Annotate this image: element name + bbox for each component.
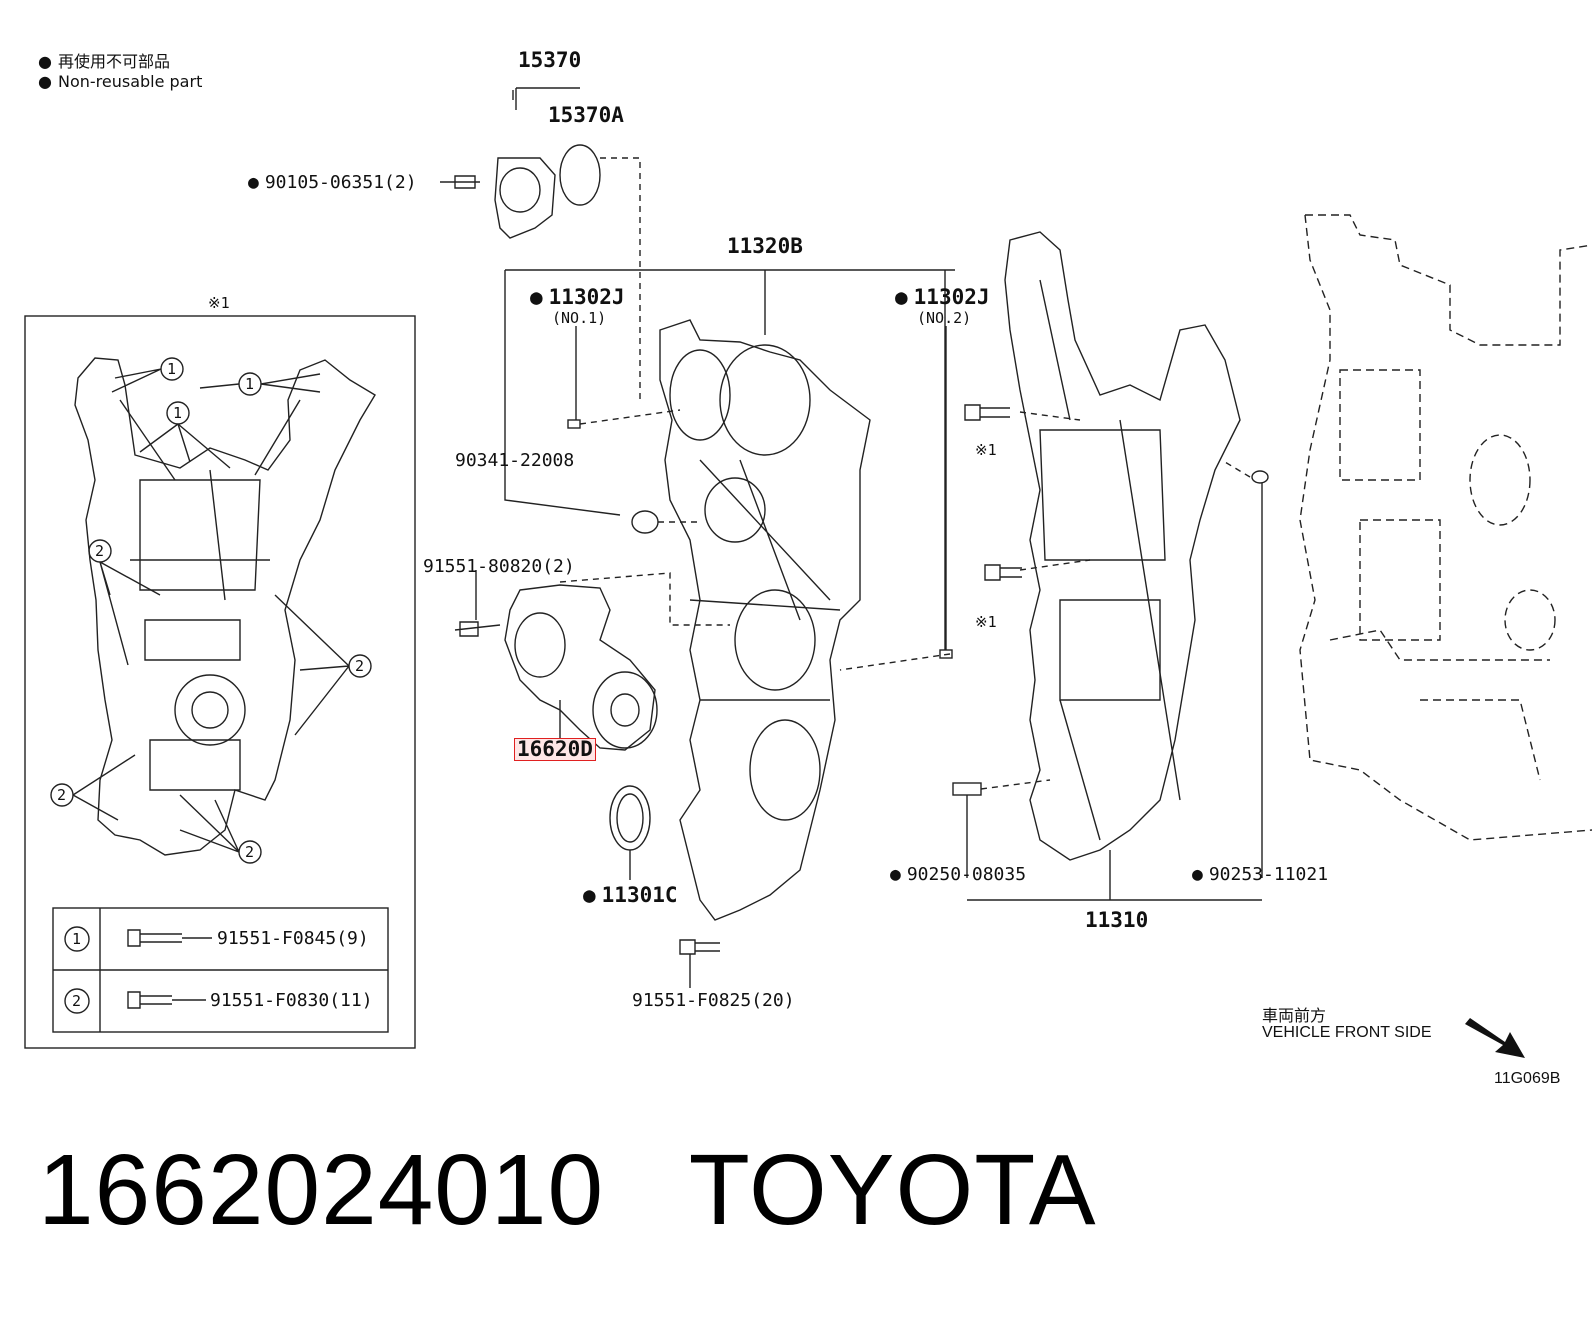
part-15370A[interactable]: 15370A [548, 103, 624, 127]
part-90341-22008[interactable]: 90341-22008 [455, 450, 575, 471]
oring-15370A [559, 144, 601, 206]
ref-note-1a: ※1 [975, 441, 997, 459]
bolt-table-part-1[interactable]: 91551-F0845(9) [217, 928, 369, 949]
bolt-table-part-2[interactable]: 91551-F0830(11) [210, 990, 373, 1011]
inset-callout-2c: 2 [57, 786, 67, 804]
bearing-retainer-15370 [494, 157, 556, 239]
front-side-en: VEHICLE FRONT SIDE [1262, 1024, 1432, 1041]
inset-callout-1b: 1 [245, 375, 255, 393]
front-side-jp: 車両前方 [1262, 1008, 1327, 1025]
part-11301C[interactable]: 11301C [583, 885, 678, 906]
part-11302J-no2-sub: (NO.2) [917, 309, 972, 327]
ref-note-1b: ※1 [975, 613, 997, 631]
legend-jp: 再使用不可部品 [38, 48, 170, 72]
figure-code: 11G069B [1494, 1070, 1561, 1087]
dowel-90250 [952, 782, 982, 796]
oil-seal-11301C [609, 785, 651, 851]
chain-tensioner-16620D [504, 584, 656, 751]
part-11310[interactable]: 11310 [1085, 908, 1149, 932]
part-11302J-no2[interactable]: 11302J [895, 287, 990, 308]
part-number-caption: 1662024010 TOYOTA [38, 1134, 1097, 1246]
part-90250-08035[interactable]: 90250-08035 [890, 866, 1026, 884]
part-91551-80820[interactable]: 91551-80820(2) [423, 556, 575, 577]
timing-chain-cover-11320B [659, 319, 871, 921]
part-11302J-no1-sub: (NO.1) [552, 309, 607, 327]
part-11320B[interactable]: 11320B [727, 234, 803, 258]
part-11302J-no1[interactable]: 11302J [530, 287, 625, 308]
bolt-table-marker-2: 2 [72, 992, 82, 1010]
part-16620D-highlighted[interactable]: 16620D [514, 738, 596, 761]
inset-callout-2b: 2 [355, 657, 365, 675]
inset-frame [24, 315, 416, 1049]
inset-callout-circles [50, 357, 372, 864]
inset-timing-cover [74, 357, 376, 856]
part-91551-F0825[interactable]: 91551-F0825(20) [632, 990, 795, 1011]
part-90253-11021[interactable]: 90253-11021 [1192, 866, 1328, 884]
legend-en: Non-reusable part [38, 72, 202, 91]
timing-chain-case-11310 [1004, 231, 1241, 861]
inset-callout-1c: 1 [173, 404, 183, 422]
inset-heading: ※1 [208, 294, 230, 312]
inset-callout-2a: 2 [95, 542, 105, 560]
vehicle-front-arrow-icon [1465, 1018, 1525, 1058]
bolt-table-marker-1: 1 [72, 930, 82, 948]
inset-callout-1a: 1 [167, 360, 177, 378]
part-15370[interactable]: 15370 [518, 48, 582, 72]
inset-callout-2d: 2 [245, 843, 255, 861]
engine-block-outline [1299, 214, 1592, 841]
part-90105-06351[interactable]: 90105-06351(2) [248, 174, 417, 192]
